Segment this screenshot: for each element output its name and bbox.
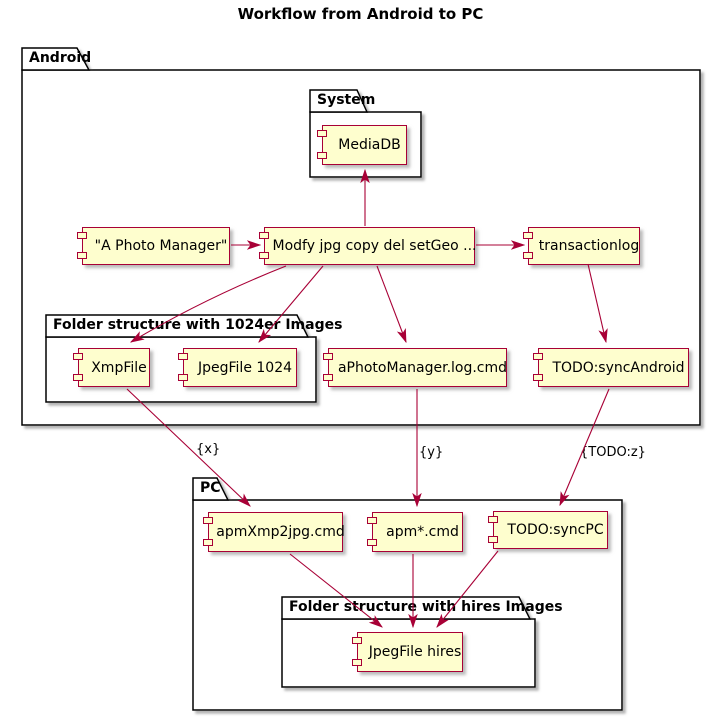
component-label: TODO:syncAndroid [552, 359, 685, 376]
component-label: Modfy jpg copy del setGeo ... [272, 238, 477, 254]
component-jpegfile-1024: JpegFile 1024 [177, 348, 297, 387]
component-apmxmp2jpg: apmXmp2jpg.cmd [202, 512, 345, 552]
edge-translog-to-syncandroid [587, 263, 608, 344]
component-todo-sync-android: TODO:syncAndroid [532, 348, 689, 387]
package-label-android: Android [29, 50, 92, 66]
package-label-folder1024: Folder structure with 1024er Images [53, 317, 343, 333]
package-label-pc: PC [200, 480, 221, 496]
component-jpegfile-hires: JpegFile hires [351, 632, 463, 672]
package-label-system: System [317, 92, 376, 108]
component-label: TODO:syncPC [507, 522, 604, 538]
component-label: aPhotoManager.log.cmd [337, 359, 508, 376]
component-transactionlog: transactionlog [522, 227, 640, 265]
page-title: Workflow from Android to PC [237, 5, 484, 23]
edge-label-y: {y} [419, 445, 444, 460]
component-label: apmXmp2jpg.cmd [216, 524, 345, 540]
component-label: MediaDB [338, 137, 401, 153]
component-label: JpegFile 1024 [197, 359, 293, 376]
edge-label-x: {x} [196, 442, 221, 457]
component-label: "A Photo Manager" [94, 238, 228, 254]
component-modfy: Modfy jpg copy del setGeo ... [258, 227, 477, 265]
edge-modfy-to-logcmd [376, 265, 407, 344]
component-apm-cmd: apm*.cmd [366, 512, 463, 552]
edge-xmpfile-to-apmxmp2jpg [126, 388, 251, 507]
component-xmpfile: XmpFile [72, 348, 150, 387]
component-photo-manager: "A Photo Manager" [76, 227, 230, 265]
component-label: apm*.cmd [386, 524, 459, 540]
edge-apmxmp2jpg-to-jpeghires [289, 553, 383, 628]
component-label: transactionlog [538, 238, 640, 254]
component-mediadb: MediaDB [316, 125, 407, 165]
edge-syncpc-to-jpeghires [436, 550, 499, 628]
edge-label-todoz: {TODO:z} [580, 445, 646, 460]
package-label-folder-hires: Folder structure with hires Images [289, 599, 563, 615]
component-todo-sync-pc: TODO:syncPC [487, 511, 608, 549]
component-log-cmd: aPhotoManager.log.cmd [322, 348, 508, 387]
component-label: XmpFile [91, 359, 147, 376]
component-label: JpegFile hires [368, 644, 462, 660]
